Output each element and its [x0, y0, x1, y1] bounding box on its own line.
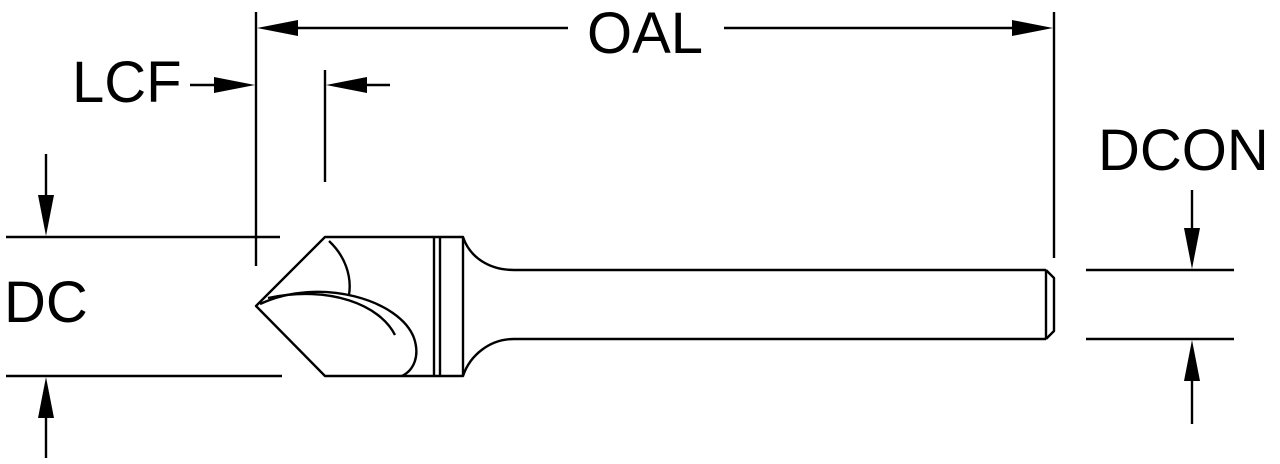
- dc-label: DC: [4, 270, 88, 335]
- dcon-dimension: DCON: [1086, 118, 1269, 424]
- oal-arrow-right-icon: [1012, 20, 1053, 36]
- dcon-arrow-down-icon: [1184, 228, 1200, 269]
- dc-arrow-up-icon: [38, 377, 54, 418]
- flute-curve-upper: [328, 240, 351, 296]
- dcon-arrow-up-icon: [1184, 340, 1200, 381]
- lcf-arrow-left-icon: [214, 77, 255, 93]
- lcf-arrow-right-icon: [326, 77, 367, 93]
- shank-end-chamfer: [1045, 269, 1056, 340]
- flute-curve-lower: [259, 290, 418, 378]
- flute-curve-inner: [267, 292, 397, 336]
- tool-outline: [254, 235, 1056, 378]
- neck-fillet-top: [461, 236, 515, 272]
- lcf-label: LCF: [72, 50, 182, 115]
- neck-fillet-bottom: [461, 337, 515, 377]
- lcf-dimension: LCF: [72, 50, 390, 182]
- cutter-head: [254, 235, 465, 378]
- oal-dimension: OAL: [254, 1, 1056, 266]
- dcon-label: DCON: [1098, 118, 1269, 183]
- oal-arrow-left-icon: [257, 20, 298, 36]
- oal-label: OAL: [587, 1, 703, 66]
- dc-dimension: DC: [4, 154, 282, 458]
- dc-arrow-down-icon: [38, 195, 54, 236]
